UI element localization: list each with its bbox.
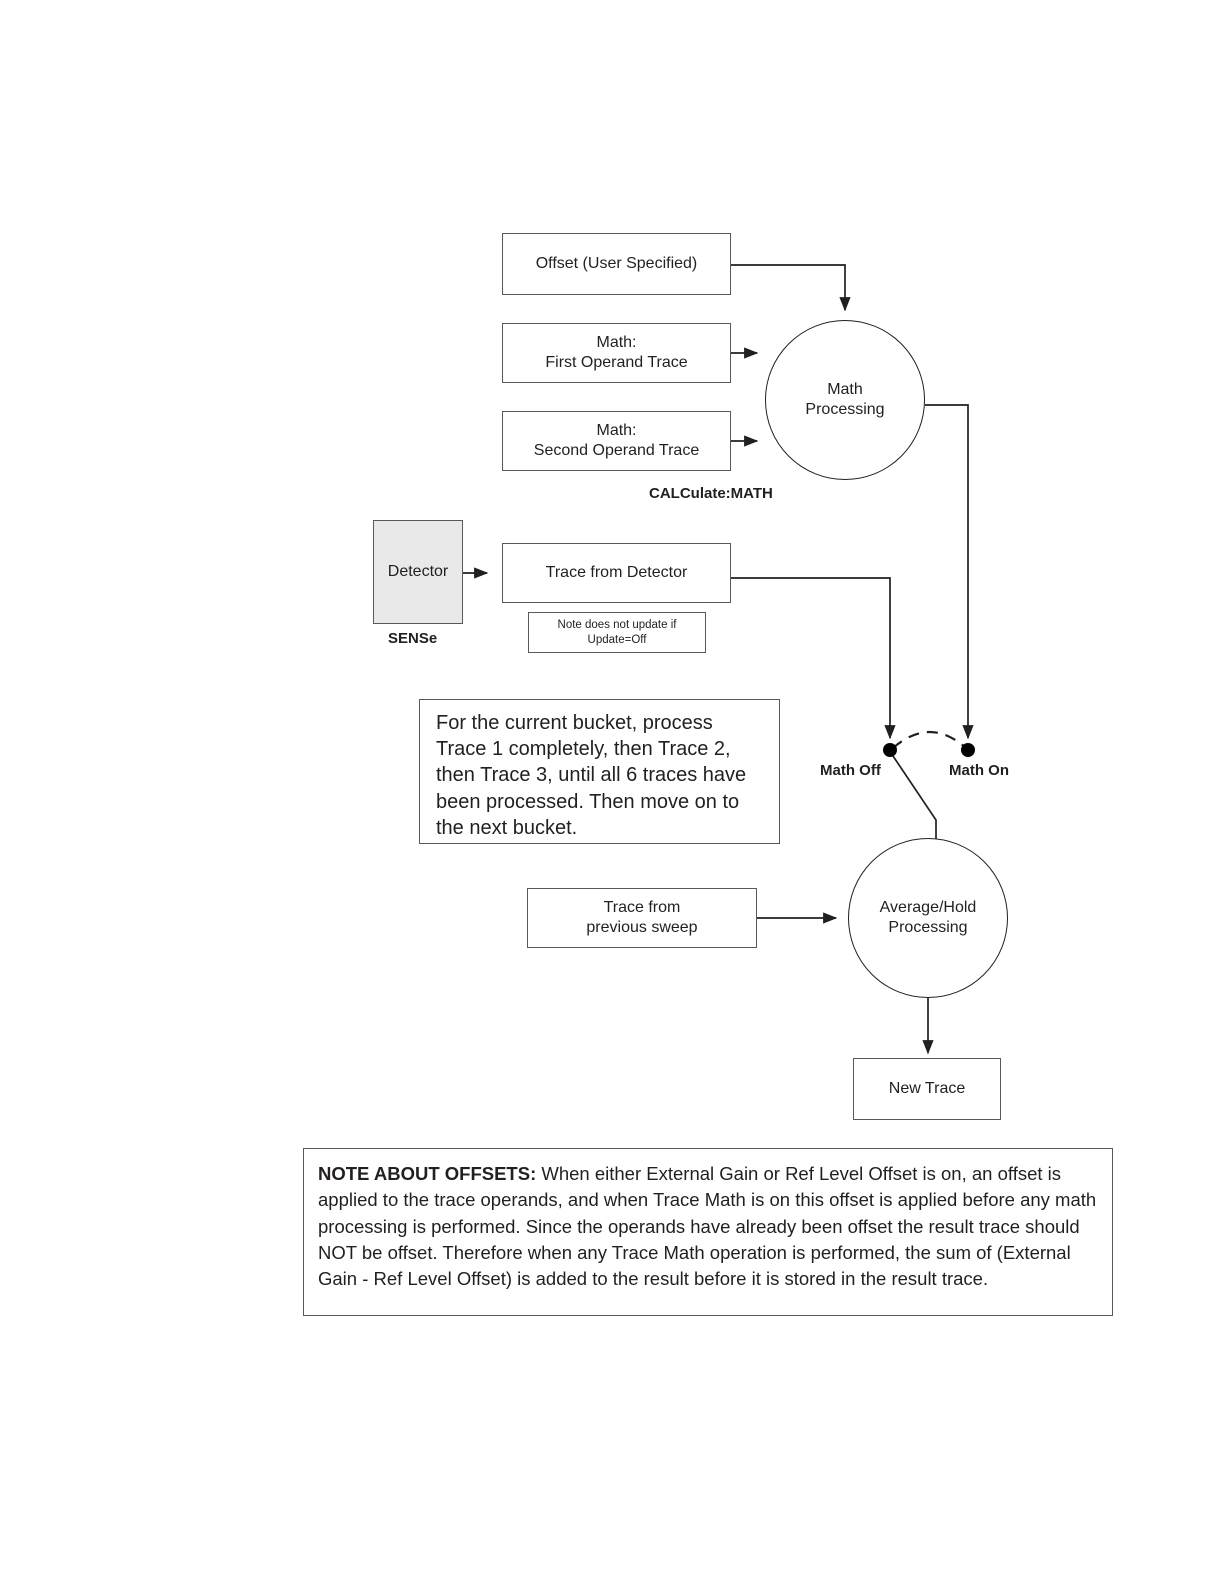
node-trace-from-detector[interactable]: Trace from Detector — [502, 543, 731, 603]
node-update-note-label: Note does not update if Update=Off — [557, 618, 677, 646]
edge-math-to-math-on — [925, 404, 974, 740]
caption-calculate-math: CALCulate:MATH — [649, 485, 773, 502]
node-new-trace[interactable]: New Trace — [853, 1058, 1001, 1120]
label-math-on: Math On — [949, 762, 1009, 779]
node-trace-previous-sweep-label: Trace from previous sweep — [586, 899, 698, 936]
node-trace-previous-sweep[interactable]: Trace from previous sweep — [527, 888, 757, 948]
node-bucket-note: For the current bucket, process Trace 1 … — [419, 699, 780, 844]
edge-offset-to-math — [731, 264, 851, 312]
node-detector[interactable]: Detector — [373, 520, 463, 624]
caption-sense: SENSe — [388, 630, 438, 647]
node-average-hold-processing[interactable]: Average/Hold Processing — [848, 838, 1008, 998]
node-detector-label: Detector — [387, 563, 449, 581]
node-new-trace-label: New Trace — [888, 1080, 966, 1098]
node-math-first-operand-label: Math: First Operand Trace — [545, 334, 688, 371]
node-math-processing[interactable]: Math Processing — [765, 320, 925, 480]
node-math-processing-label: Math Processing — [805, 381, 885, 418]
offset-note-box: NOTE ABOUT OFFSETS: When either External… — [303, 1148, 1113, 1316]
label-math-off: Math Off — [820, 762, 881, 779]
node-offset-label: Offset (User Specified) — [535, 255, 698, 273]
node-math-second-operand[interactable]: Math: Second Operand Trace — [502, 411, 731, 471]
switch-contact-math-on — [961, 743, 975, 757]
switch-contact-math-off — [883, 743, 897, 757]
node-average-hold-label: Average/Hold Processing — [879, 899, 977, 936]
node-trace-from-detector-label: Trace from Detector — [545, 564, 688, 582]
node-offset-user-specified[interactable]: Offset (User Specified) — [502, 233, 731, 295]
offset-note-heading: NOTE ABOUT OFFSETS: — [318, 1163, 537, 1184]
node-update-note: Note does not update if Update=Off — [528, 612, 706, 653]
node-math-second-operand-label: Math: Second Operand Trace — [533, 422, 700, 459]
switch-arc — [892, 730, 967, 749]
offset-note-body: When either External Gain or Ref Level O… — [318, 1163, 1097, 1290]
node-bucket-note-label: For the current bucket, process Trace 1 … — [436, 712, 747, 839]
node-math-first-operand[interactable]: Math: First Operand Trace — [502, 323, 731, 383]
switch-lever — [890, 752, 937, 845]
